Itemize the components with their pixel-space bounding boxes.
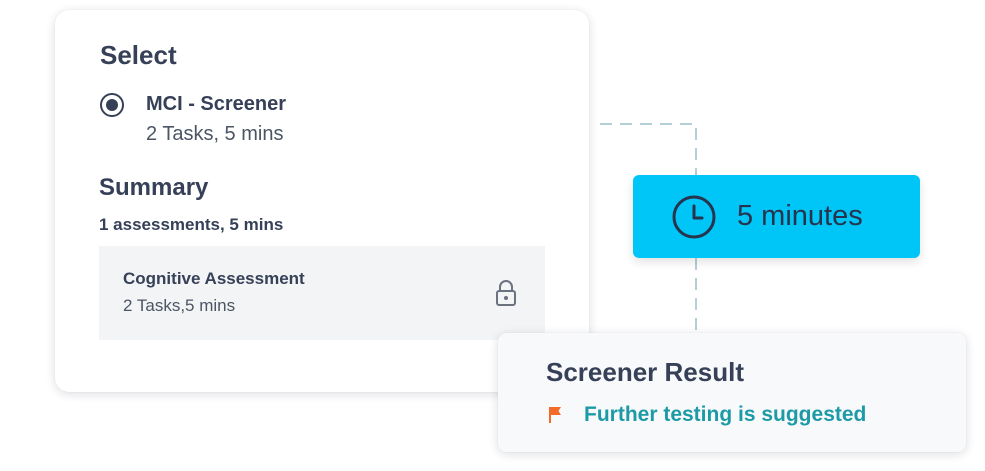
radio-dot xyxy=(106,99,118,111)
assessment-name: Cognitive Assessment xyxy=(123,269,305,288)
option-text: MCI - Screener 2 Tasks, 5 mins xyxy=(146,92,286,146)
result-status: Further testing is suggested xyxy=(584,403,867,426)
select-card: Select MCI - Screener 2 Tasks, 5 mins Su… xyxy=(55,10,589,392)
time-badge: 5 minutes xyxy=(633,175,920,258)
flag-icon xyxy=(549,407,561,423)
option-title: MCI - Screener xyxy=(146,93,287,115)
clock-icon xyxy=(672,195,716,238)
screener-result-card: Screener Result Further testing is sugge… xyxy=(498,333,966,452)
time-label: 5 minutes xyxy=(737,200,863,232)
summary-meta: 1 assessments, 5 mins xyxy=(99,215,284,234)
select-title: Select xyxy=(100,40,177,70)
lock-icon xyxy=(496,280,516,306)
radio-selected-icon[interactable] xyxy=(100,93,124,117)
option-meta: 2 Tasks, 5 mins xyxy=(146,123,284,145)
option-mci-screener[interactable]: MCI - Screener 2 Tasks, 5 mins xyxy=(100,92,286,146)
assessment-meta: 2 Tasks,5 mins xyxy=(123,296,236,315)
summary-title: Summary xyxy=(99,174,209,201)
result-title: Screener Result xyxy=(546,357,744,387)
assessment-item: Cognitive Assessment 2 Tasks,5 mins xyxy=(99,246,545,340)
